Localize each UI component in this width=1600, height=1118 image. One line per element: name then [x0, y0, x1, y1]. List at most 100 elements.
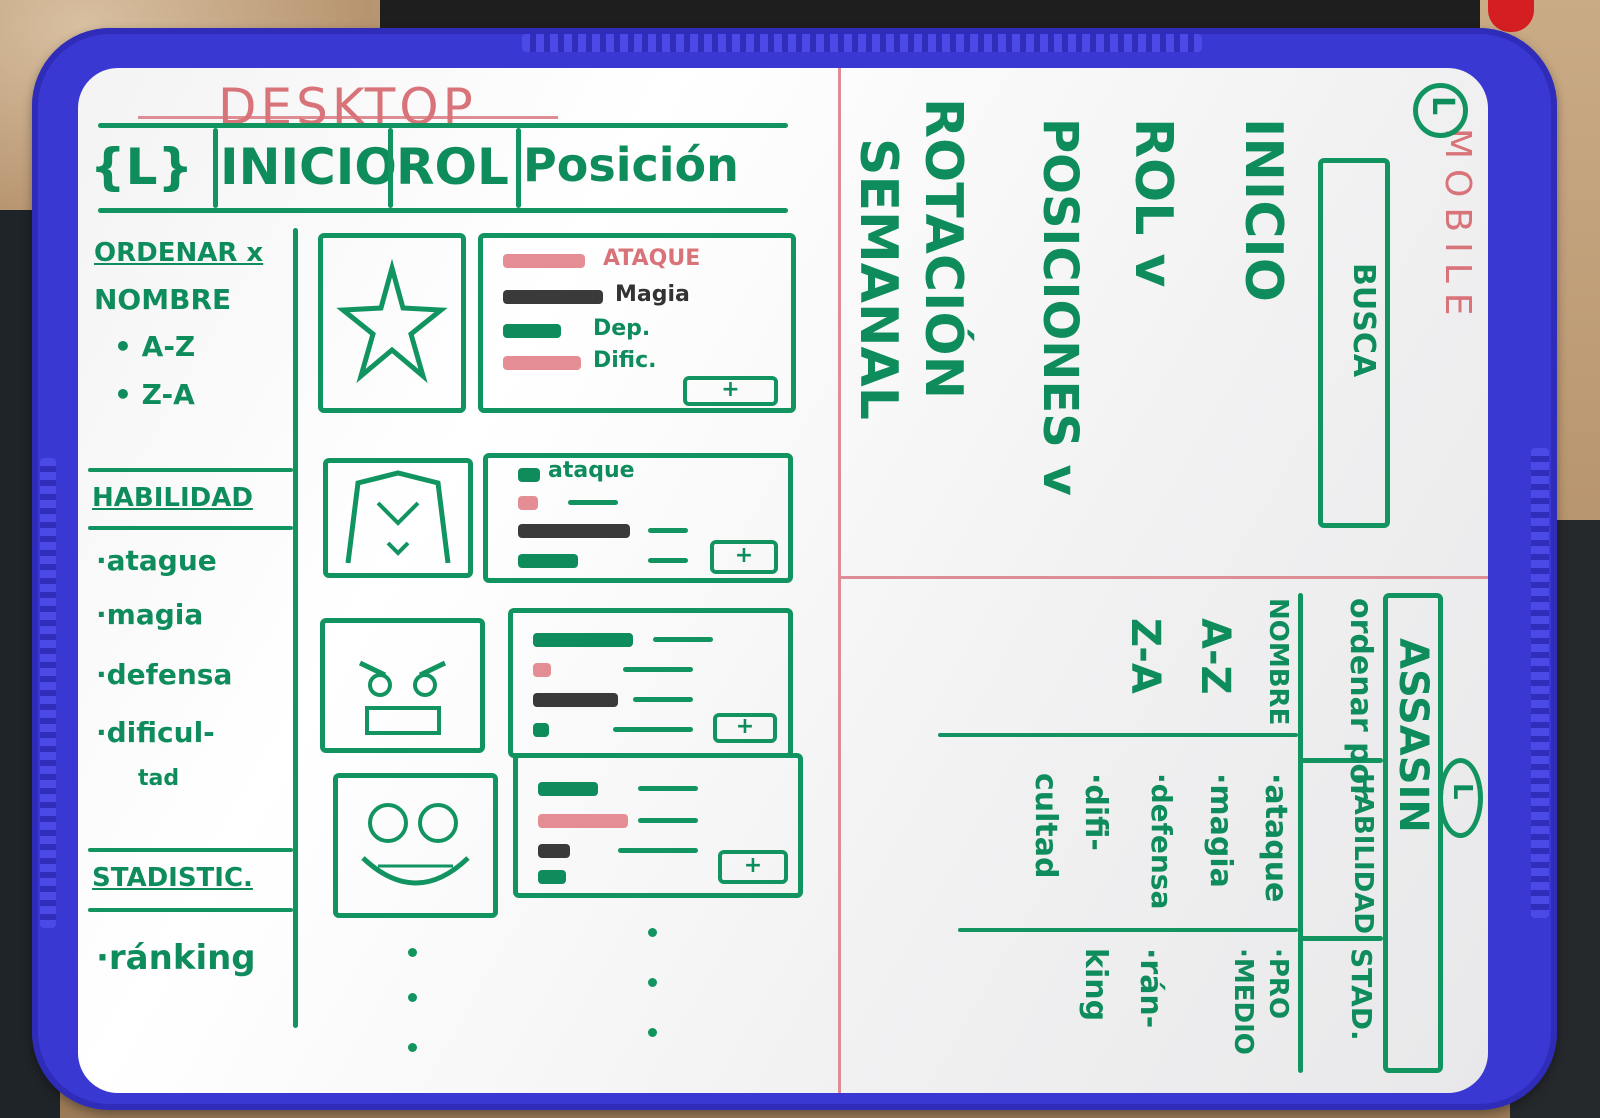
- stat-label-dep: Dep.: [593, 316, 651, 341]
- stat-bar-4c: [538, 844, 570, 858]
- frame-grip-left: [40, 458, 56, 928]
- champion-image-3[interactable]: [320, 618, 485, 753]
- stat-placeholder-4b: [638, 818, 698, 823]
- champion-stats-card-2: ataque +: [483, 453, 793, 583]
- more-dot: [648, 978, 657, 987]
- mobile-menu-posiciones[interactable]: POSICIONES v: [1032, 118, 1088, 496]
- mobile-skill-magia[interactable]: ·magia: [1203, 773, 1238, 888]
- stat-placeholder-4a: [638, 786, 698, 791]
- order-option-za[interactable]: • Z-A: [114, 378, 195, 411]
- sidebar-border: [293, 228, 298, 1028]
- stat-placeholder-2b: [568, 500, 618, 505]
- order-field: NOMBRE: [94, 283, 232, 316]
- nav-posicion[interactable]: Posición: [523, 138, 739, 192]
- mobile-skill-heading[interactable]: HABILIDAD: [1348, 773, 1378, 934]
- stats-ranking[interactable]: ·ránking: [96, 938, 256, 978]
- more-dot: [648, 1028, 657, 1037]
- mobile-order-az[interactable]: A-Z: [1192, 618, 1238, 695]
- stat-placeholder-2d: [648, 558, 688, 563]
- skill-defensa[interactable]: ·defensa: [96, 658, 233, 691]
- stat-bar-4a: [538, 782, 598, 796]
- nav-inicio[interactable]: INICIO: [220, 138, 397, 196]
- mobile-bottom-title: ASSASIN: [1390, 638, 1436, 833]
- plus-icon: +: [721, 377, 740, 402]
- nav-rol[interactable]: ROL: [396, 138, 509, 196]
- mobile-skill-defensa[interactable]: ·defensa: [1145, 773, 1178, 910]
- mobile-divider: [838, 576, 1488, 579]
- sidebar-sep-3: [88, 848, 293, 852]
- mobile-search-label: BUSCA: [1346, 263, 1381, 378]
- mobile-bottom-logo[interactable]: L: [1438, 758, 1483, 838]
- grinning-face-icon: [361, 803, 470, 886]
- stats-heading: STADISTIC.: [92, 863, 253, 893]
- mobile-menu-rol[interactable]: ROL v: [1123, 118, 1183, 288]
- stat-bar-3c: [533, 693, 618, 707]
- mobile-order-heading[interactable]: ordenar por: [1343, 598, 1378, 799]
- champion-image-2[interactable]: [323, 458, 473, 578]
- stat-placeholder-3a: [653, 637, 713, 642]
- add-button-3[interactable]: +: [713, 713, 777, 743]
- mobile-filter-sep-1: [1298, 758, 1383, 763]
- stat-bar-dific: [503, 356, 581, 370]
- mobile-search-box[interactable]: BUSCA: [1318, 158, 1390, 528]
- nav-logo[interactable]: {L}: [90, 138, 194, 196]
- champion-image-4[interactable]: [333, 773, 498, 918]
- nav-bottom-line: [98, 208, 788, 213]
- add-button-1[interactable]: +: [683, 376, 778, 406]
- plus-icon: +: [743, 853, 763, 878]
- mobile-stats-medio[interactable]: ·MEDIO: [1228, 948, 1258, 1055]
- stat-bar-2c: [518, 524, 630, 538]
- stat-bar-magia: [503, 290, 603, 304]
- order-option-az[interactable]: • A-Z: [114, 330, 196, 363]
- stat-bar-3d: [533, 723, 549, 737]
- mobile-title: MOBILE: [1437, 128, 1478, 326]
- whiteboard: DESKTOP {L} INICIO ROL Posición ORDENAR …: [78, 68, 1488, 1093]
- skill-dificultad-cont: tad: [138, 766, 180, 791]
- stat-label-dific: Dific.: [593, 348, 657, 373]
- frame-grip-top: [522, 34, 1202, 52]
- stat-placeholder-3c: [633, 697, 693, 702]
- champion-image-1[interactable]: [318, 233, 466, 413]
- mobile-skill-ataque[interactable]: ·ataque: [1258, 773, 1293, 903]
- mobile-wireframe: MOBILE L BUSCA INICIO ROL v POSICIONES v…: [838, 68, 1488, 1093]
- frame-grip-right: [1531, 448, 1549, 918]
- skill-dificultad[interactable]: ·dificul-: [96, 716, 215, 749]
- nav-sep-3: [516, 128, 521, 208]
- mobile-filter-border: [1298, 593, 1303, 1073]
- mobile-menu-rotacion[interactable]: ROTACIÓN: [913, 98, 973, 400]
- sidebar-sep-4: [88, 908, 293, 912]
- angry-face-icon: [358, 660, 447, 735]
- add-button-2[interactable]: +: [710, 540, 778, 574]
- mobile-logo-letter: L: [1425, 96, 1460, 116]
- mobile-logo[interactable]: L: [1413, 83, 1468, 138]
- mobile-order-nombre: NOMBRE: [1263, 598, 1293, 726]
- star-icon: [336, 258, 448, 384]
- mobile-stats-heading[interactable]: STAD.: [1345, 948, 1378, 1041]
- mobile-filter-sep-2: [1298, 936, 1383, 941]
- plus-icon: +: [735, 714, 755, 739]
- champion-stats-card-3: +: [508, 608, 793, 758]
- mobile-stats-ranking[interactable]: ·rán-: [1133, 948, 1168, 1029]
- add-button-4[interactable]: +: [718, 850, 788, 884]
- plus-icon: +: [734, 543, 754, 568]
- more-dot: [408, 1043, 417, 1052]
- nav-sep-1: [213, 128, 218, 208]
- mobile-menu-inicio[interactable]: INICIO: [1233, 118, 1293, 302]
- vertical-divider: [838, 68, 841, 1093]
- mobile-skill-dificultad-cont: cultad: [1028, 773, 1063, 879]
- mobile-menu-semanal: SEMANAL: [848, 138, 908, 420]
- skill-magia[interactable]: ·magia: [96, 598, 204, 631]
- mobile-stats-ranking-cont: king: [1078, 948, 1113, 1022]
- stat-bar-2b: [518, 496, 538, 510]
- champion-stats-card-4: +: [513, 753, 803, 898]
- red-pin: [1488, 0, 1534, 32]
- skill-ataque[interactable]: ·atague: [96, 544, 217, 577]
- stat-placeholder-3d: [613, 727, 693, 732]
- stat-label-magia: Magia: [615, 282, 690, 307]
- mobile-dashed-sep-1: [938, 733, 1298, 737]
- more-dot: [408, 948, 417, 957]
- mobile-order-za[interactable]: Z-A: [1122, 618, 1168, 694]
- nav-top-line: [98, 123, 788, 128]
- mobile-stats-pro[interactable]: ·PRO: [1263, 948, 1293, 1020]
- mobile-skill-dificultad[interactable]: ·difi-: [1078, 773, 1113, 851]
